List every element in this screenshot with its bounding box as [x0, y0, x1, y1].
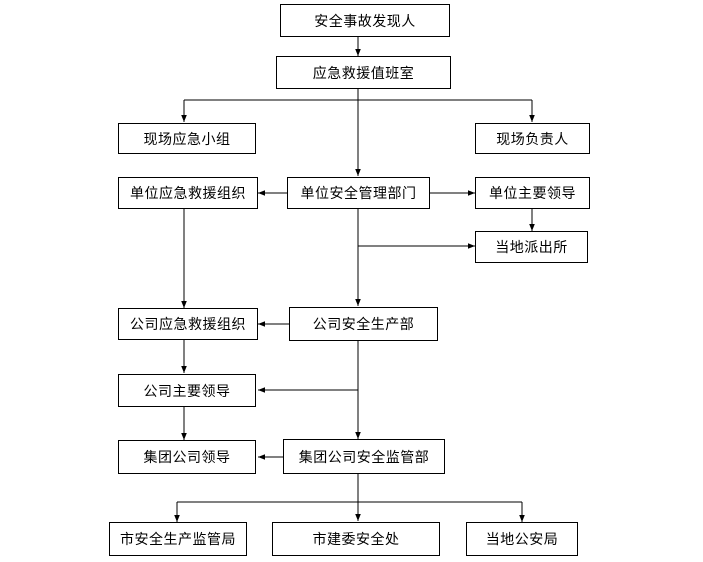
node-company-rescue: 公司应急救援组织 [118, 308, 258, 340]
node-public-security: 当地公安局 [466, 522, 578, 556]
node-discoverer: 安全事故发现人 [280, 4, 450, 37]
node-police-station: 当地派出所 [475, 231, 588, 263]
node-group-leader: 集团公司领导 [118, 440, 256, 474]
node-company-safety: 公司安全生产部 [289, 307, 438, 341]
node-onsite-team: 现场应急小组 [118, 123, 256, 154]
node-unit-safety: 单位安全管理部门 [287, 177, 430, 209]
node-onsite-lead: 现场负责人 [475, 123, 590, 154]
node-company-leader: 公司主要领导 [118, 374, 256, 407]
node-city-construction: 市建委安全处 [272, 522, 440, 556]
node-duty-room: 应急救援值班室 [276, 56, 451, 89]
node-group-supervision: 集团公司安全监管部 [283, 439, 445, 474]
node-unit-leader: 单位主要领导 [475, 177, 590, 209]
node-city-supervision: 市安全生产监管局 [109, 522, 247, 556]
node-unit-rescue: 单位应急救援组织 [118, 177, 258, 209]
